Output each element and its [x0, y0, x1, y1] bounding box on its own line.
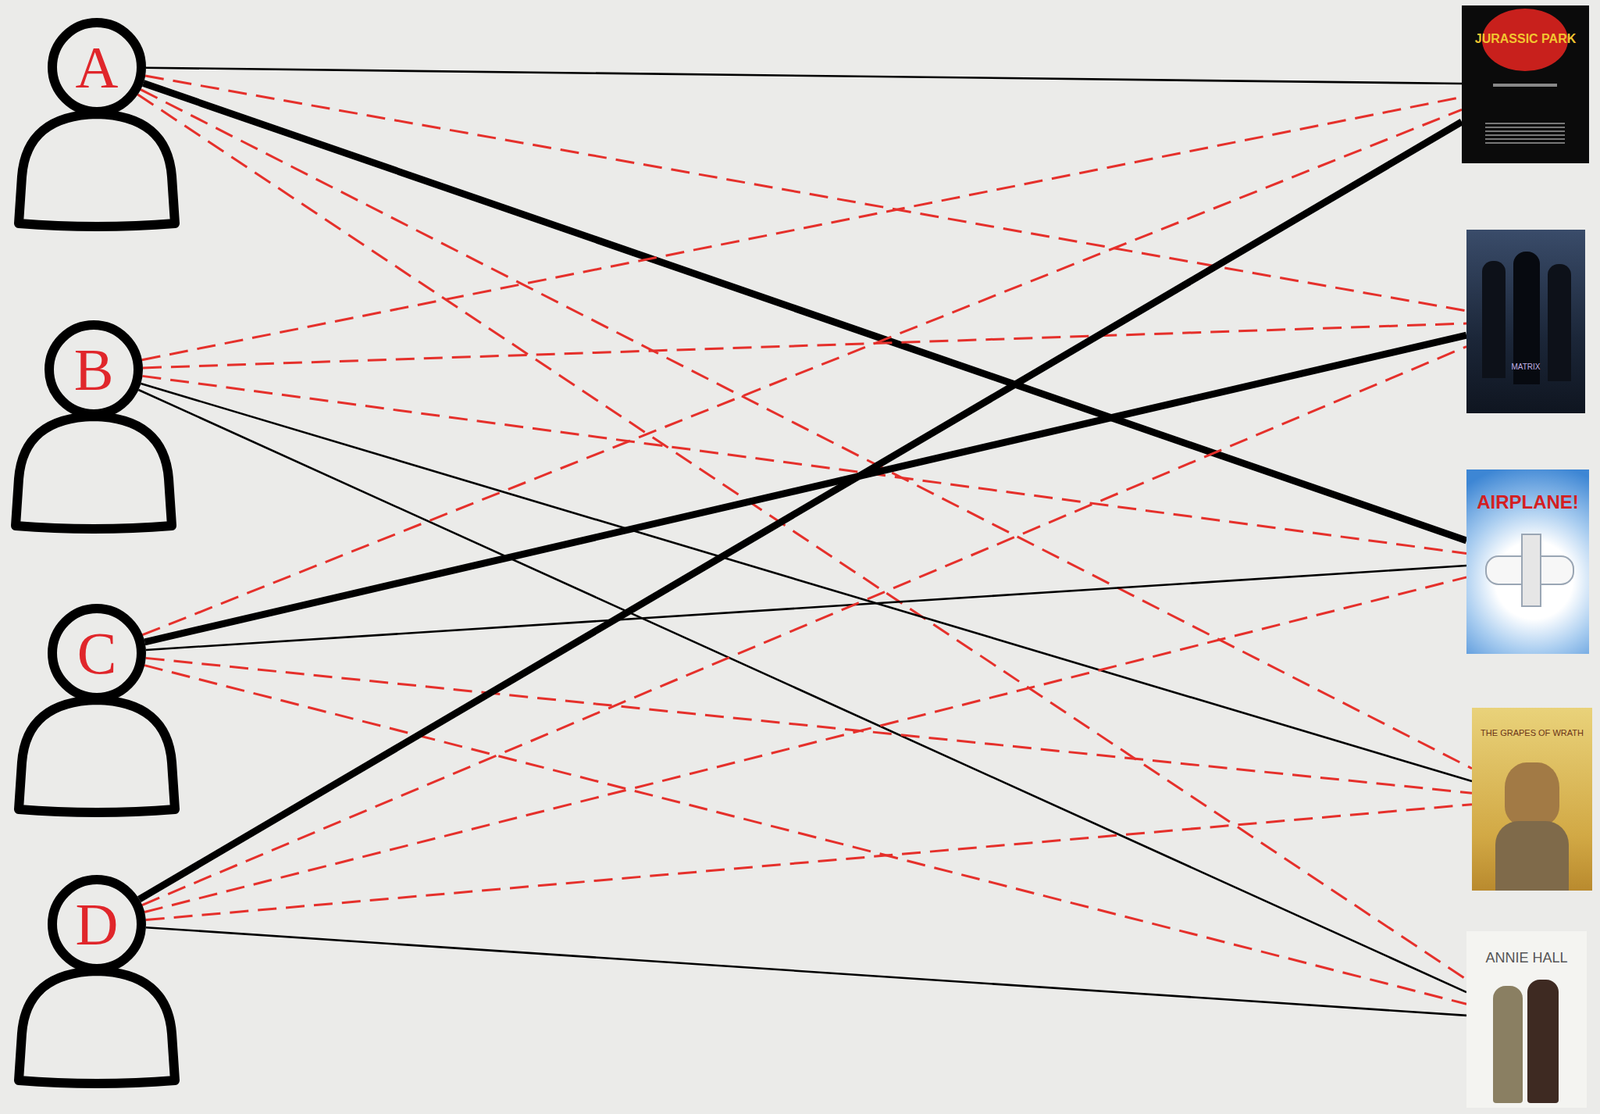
shoulders [1495, 820, 1569, 891]
movie-title: ANNIE HALL [1480, 949, 1572, 966]
figure [1547, 263, 1572, 382]
credit-block [1485, 122, 1565, 147]
movie-poster: THE GRAPES OF WRATH [1471, 707, 1593, 891]
predicted-link [142, 109, 1462, 635]
predicted-link [146, 804, 1472, 920]
rating-link [144, 334, 1467, 642]
user-body [15, 416, 172, 529]
figure [1493, 985, 1523, 1103]
credit-bar [1493, 83, 1558, 87]
movie-poster: AIRPLANE! [1466, 469, 1590, 654]
user-letter: B [74, 339, 115, 400]
user-letter: C [77, 623, 118, 683]
figure [1482, 260, 1506, 378]
rating-link [138, 121, 1462, 899]
rating-link [138, 389, 1467, 992]
rating-link [146, 67, 1462, 84]
user-head: A [47, 17, 147, 117]
predicted-link [137, 94, 1467, 980]
movie-poster: JURASSIC PARK [1461, 5, 1590, 164]
user-letter: D [75, 894, 119, 954]
user-body [18, 699, 175, 813]
rating-link [146, 926, 1467, 1016]
user-head: B [44, 320, 143, 419]
movie-title: AIRPLANE! [1471, 491, 1584, 514]
user-letter: A [75, 37, 119, 97]
figure [1527, 979, 1559, 1103]
movie-poster: ANNIE HALL [1466, 930, 1587, 1108]
rating-link [146, 565, 1467, 650]
movie-title: JURASSIC PARK [1470, 32, 1582, 47]
user-head: C [47, 603, 147, 703]
rating-link [143, 83, 1467, 541]
plane-wing [1521, 533, 1542, 607]
predicted-link [144, 665, 1467, 1005]
movie-poster: MATRIX [1466, 229, 1586, 414]
rating-link [140, 383, 1472, 781]
predicted-link [142, 96, 1462, 360]
user-body [18, 114, 175, 227]
predicted-link [142, 323, 1467, 368]
user-body [18, 970, 175, 1084]
movie-title: THE GRAPES OF WRATH [1475, 727, 1589, 738]
user-head: D [47, 874, 147, 973]
face [1504, 762, 1560, 825]
movie-title: MATRIX [1506, 362, 1545, 372]
predicted-link [146, 657, 1472, 793]
predicted-link [142, 375, 1467, 553]
